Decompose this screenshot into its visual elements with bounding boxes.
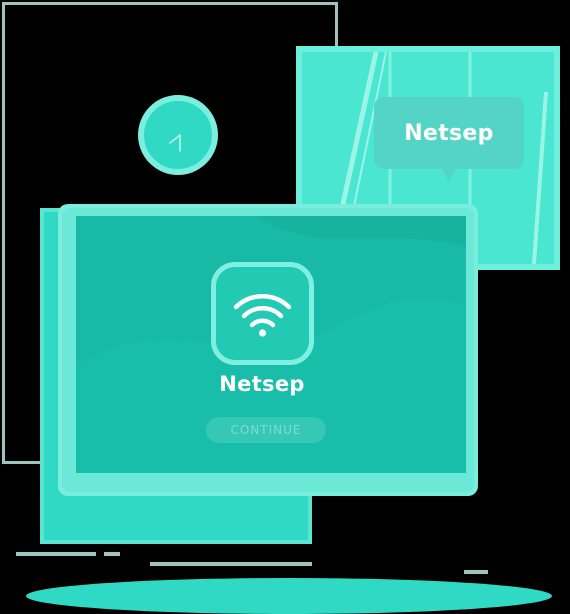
network-name-label: Netsep <box>219 372 305 396</box>
continue-button[interactable]: CONTINUE <box>206 417 326 443</box>
ground-ellipse <box>26 578 552 614</box>
wifi-tile[interactable] <box>211 262 314 365</box>
decor-bar <box>464 570 488 574</box>
decor-bar <box>104 552 120 556</box>
decor-bar <box>150 562 312 566</box>
wifi-icon <box>233 293 292 337</box>
decor-bar <box>16 552 96 556</box>
bubble-network-name: Netsep <box>404 120 494 146</box>
network-name-bubble: Netsep <box>374 97 524 169</box>
bubble-tail <box>442 168 456 182</box>
clock-icon <box>138 95 218 175</box>
